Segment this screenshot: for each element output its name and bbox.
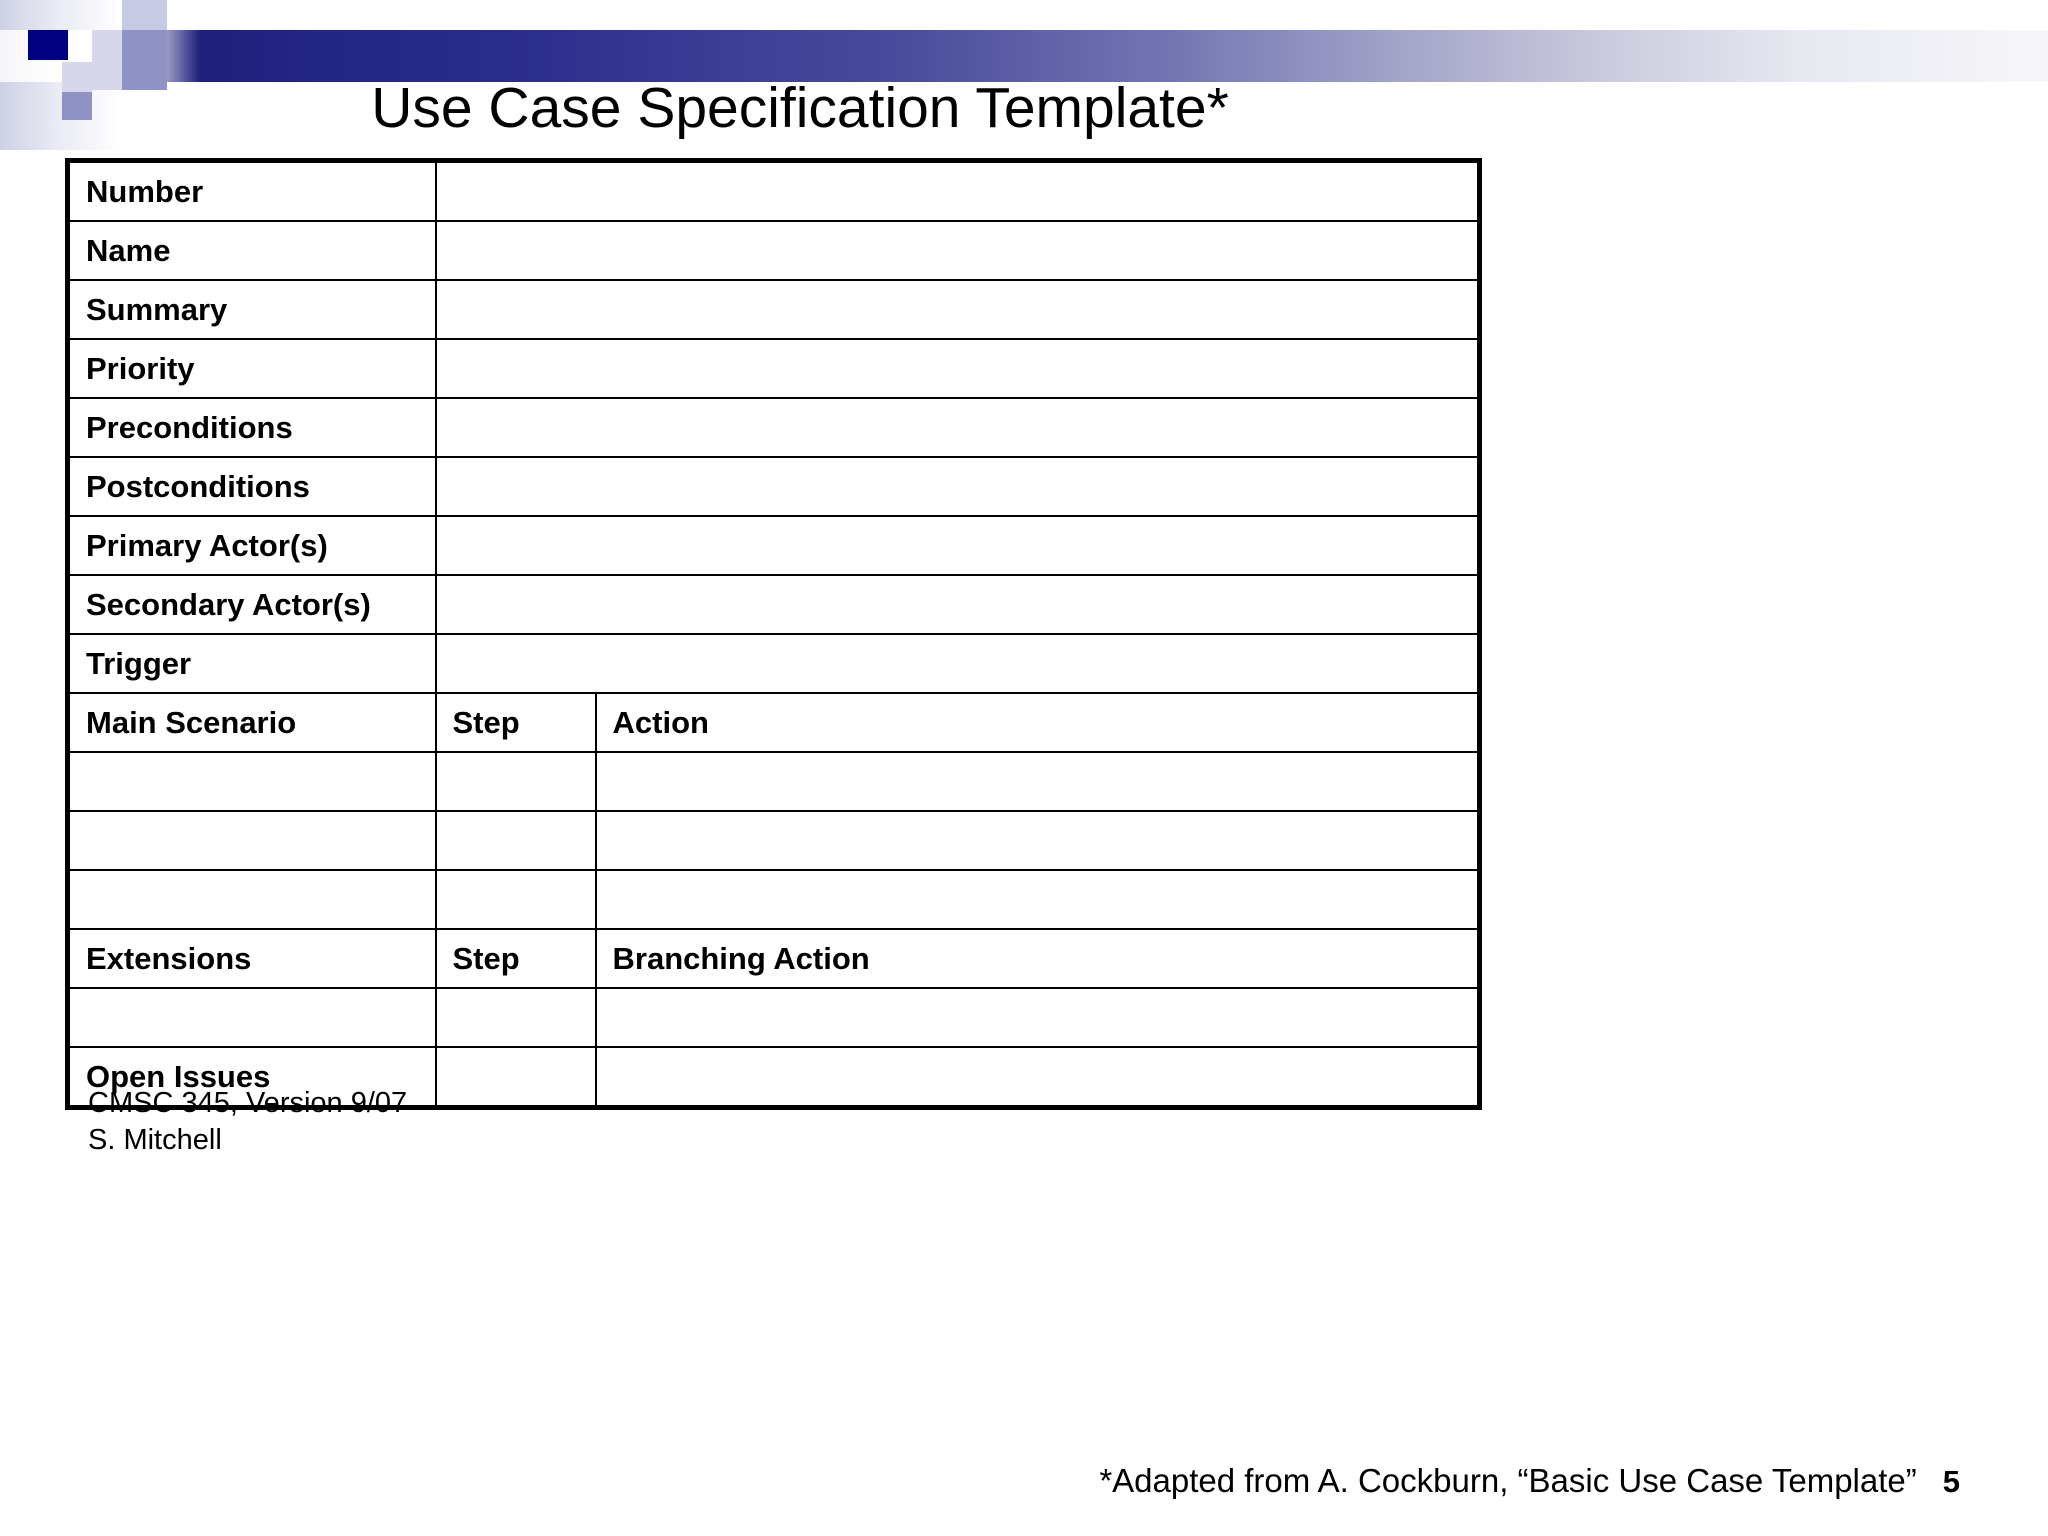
row-label-cell: Open Issues (66, 1046, 437, 1109)
row-value-cell[interactable] (434, 633, 1481, 694)
action-value-cell[interactable] (594, 810, 1481, 871)
table-row: Postconditions (66, 456, 1481, 517)
step-value-cell[interactable] (434, 869, 597, 930)
action-value-cell[interactable] (594, 751, 1481, 812)
table-row: Open Issues (66, 1046, 1481, 1109)
row-value-cell[interactable] (434, 220, 1481, 281)
row-label-cell: Postconditions (66, 456, 437, 517)
row-label-cell: Preconditions (66, 397, 437, 458)
row-value-cell[interactable] (434, 279, 1481, 340)
action-value-cell[interactable] (594, 1046, 1481, 1109)
table-row: Priority (66, 338, 1481, 399)
row-value-cell[interactable] (66, 751, 437, 812)
deco-square-lower-left (62, 62, 92, 92)
table-row (66, 987, 1481, 1048)
row-label-cell: Priority (66, 338, 437, 399)
header-decoration (0, 0, 2048, 150)
action-header-cell: Branching Action (594, 928, 1481, 989)
row-value-cell[interactable] (434, 456, 1481, 517)
action-value-cell[interactable] (594, 869, 1481, 930)
row-label-cell: Summary (66, 279, 437, 340)
table-row: Name (66, 220, 1481, 281)
row-value-cell[interactable] (66, 869, 437, 930)
action-header-cell: Action (594, 692, 1481, 753)
row-value-cell[interactable] (434, 338, 1481, 399)
table-row (66, 810, 1481, 871)
deco-square-center (122, 56, 167, 90)
table-row: Primary Actor(s) (66, 515, 1481, 576)
page-number: 5 (1942, 1464, 1960, 1499)
step-value-cell[interactable] (434, 751, 597, 812)
table-row: Number (66, 159, 1481, 222)
deco-square-bottom (62, 92, 92, 120)
row-label-cell: Extensions (66, 928, 437, 989)
row-label-cell: Primary Actor(s) (66, 515, 437, 576)
header-gradient-bar (0, 30, 2048, 82)
row-label-cell: Trigger (66, 633, 437, 694)
deco-square-left-lower (92, 56, 122, 90)
row-label-cell: Secondary Actor(s) (66, 574, 437, 635)
table-row: Trigger (66, 633, 1481, 694)
step-value-cell[interactable] (434, 987, 597, 1048)
deco-square-upper-left (92, 30, 122, 56)
step-value-cell[interactable] (434, 810, 597, 871)
row-value-cell[interactable] (434, 515, 1481, 576)
footer-author-line: S. Mitchell (88, 1124, 222, 1157)
row-value-cell[interactable] (66, 810, 437, 871)
table-row: Preconditions (66, 397, 1481, 458)
row-label-cell: Main Scenario (66, 692, 437, 753)
deco-square-navy (28, 30, 68, 60)
step-value-cell[interactable] (434, 1046, 597, 1109)
step-header-cell: Step (434, 928, 597, 989)
action-value-cell[interactable] (594, 987, 1481, 1048)
row-value-cell[interactable] (66, 987, 437, 1048)
row-value-cell[interactable] (434, 397, 1481, 458)
footer-course-info: CMSC 345, Version 9/07 S. Mitchell (88, 1085, 407, 1159)
table-row: Summary (66, 279, 1481, 340)
footer-course-line: CMSC 345, Version 9/07 (88, 1087, 408, 1119)
row-label-cell: Name (66, 220, 437, 281)
footer-attribution-text: *Adapted from A. Cockburn, “Basic Use Ca… (1099, 1462, 1917, 1499)
row-label-cell: Number (66, 159, 437, 222)
table-row (66, 751, 1481, 812)
table-row: Secondary Actor(s) (66, 574, 1481, 635)
table-row (66, 869, 1481, 930)
row-value-cell[interactable] (434, 574, 1481, 635)
row-value-cell[interactable] (434, 159, 1481, 222)
page-title: Use Case Specification Template* (371, 76, 1229, 140)
deco-square-top (122, 0, 167, 30)
step-header-cell: Step (434, 692, 597, 753)
footer-attribution-row: *Adapted from A. Cockburn, “Basic Use Ca… (0, 1462, 1960, 1500)
deco-square-mid-top (122, 30, 167, 56)
